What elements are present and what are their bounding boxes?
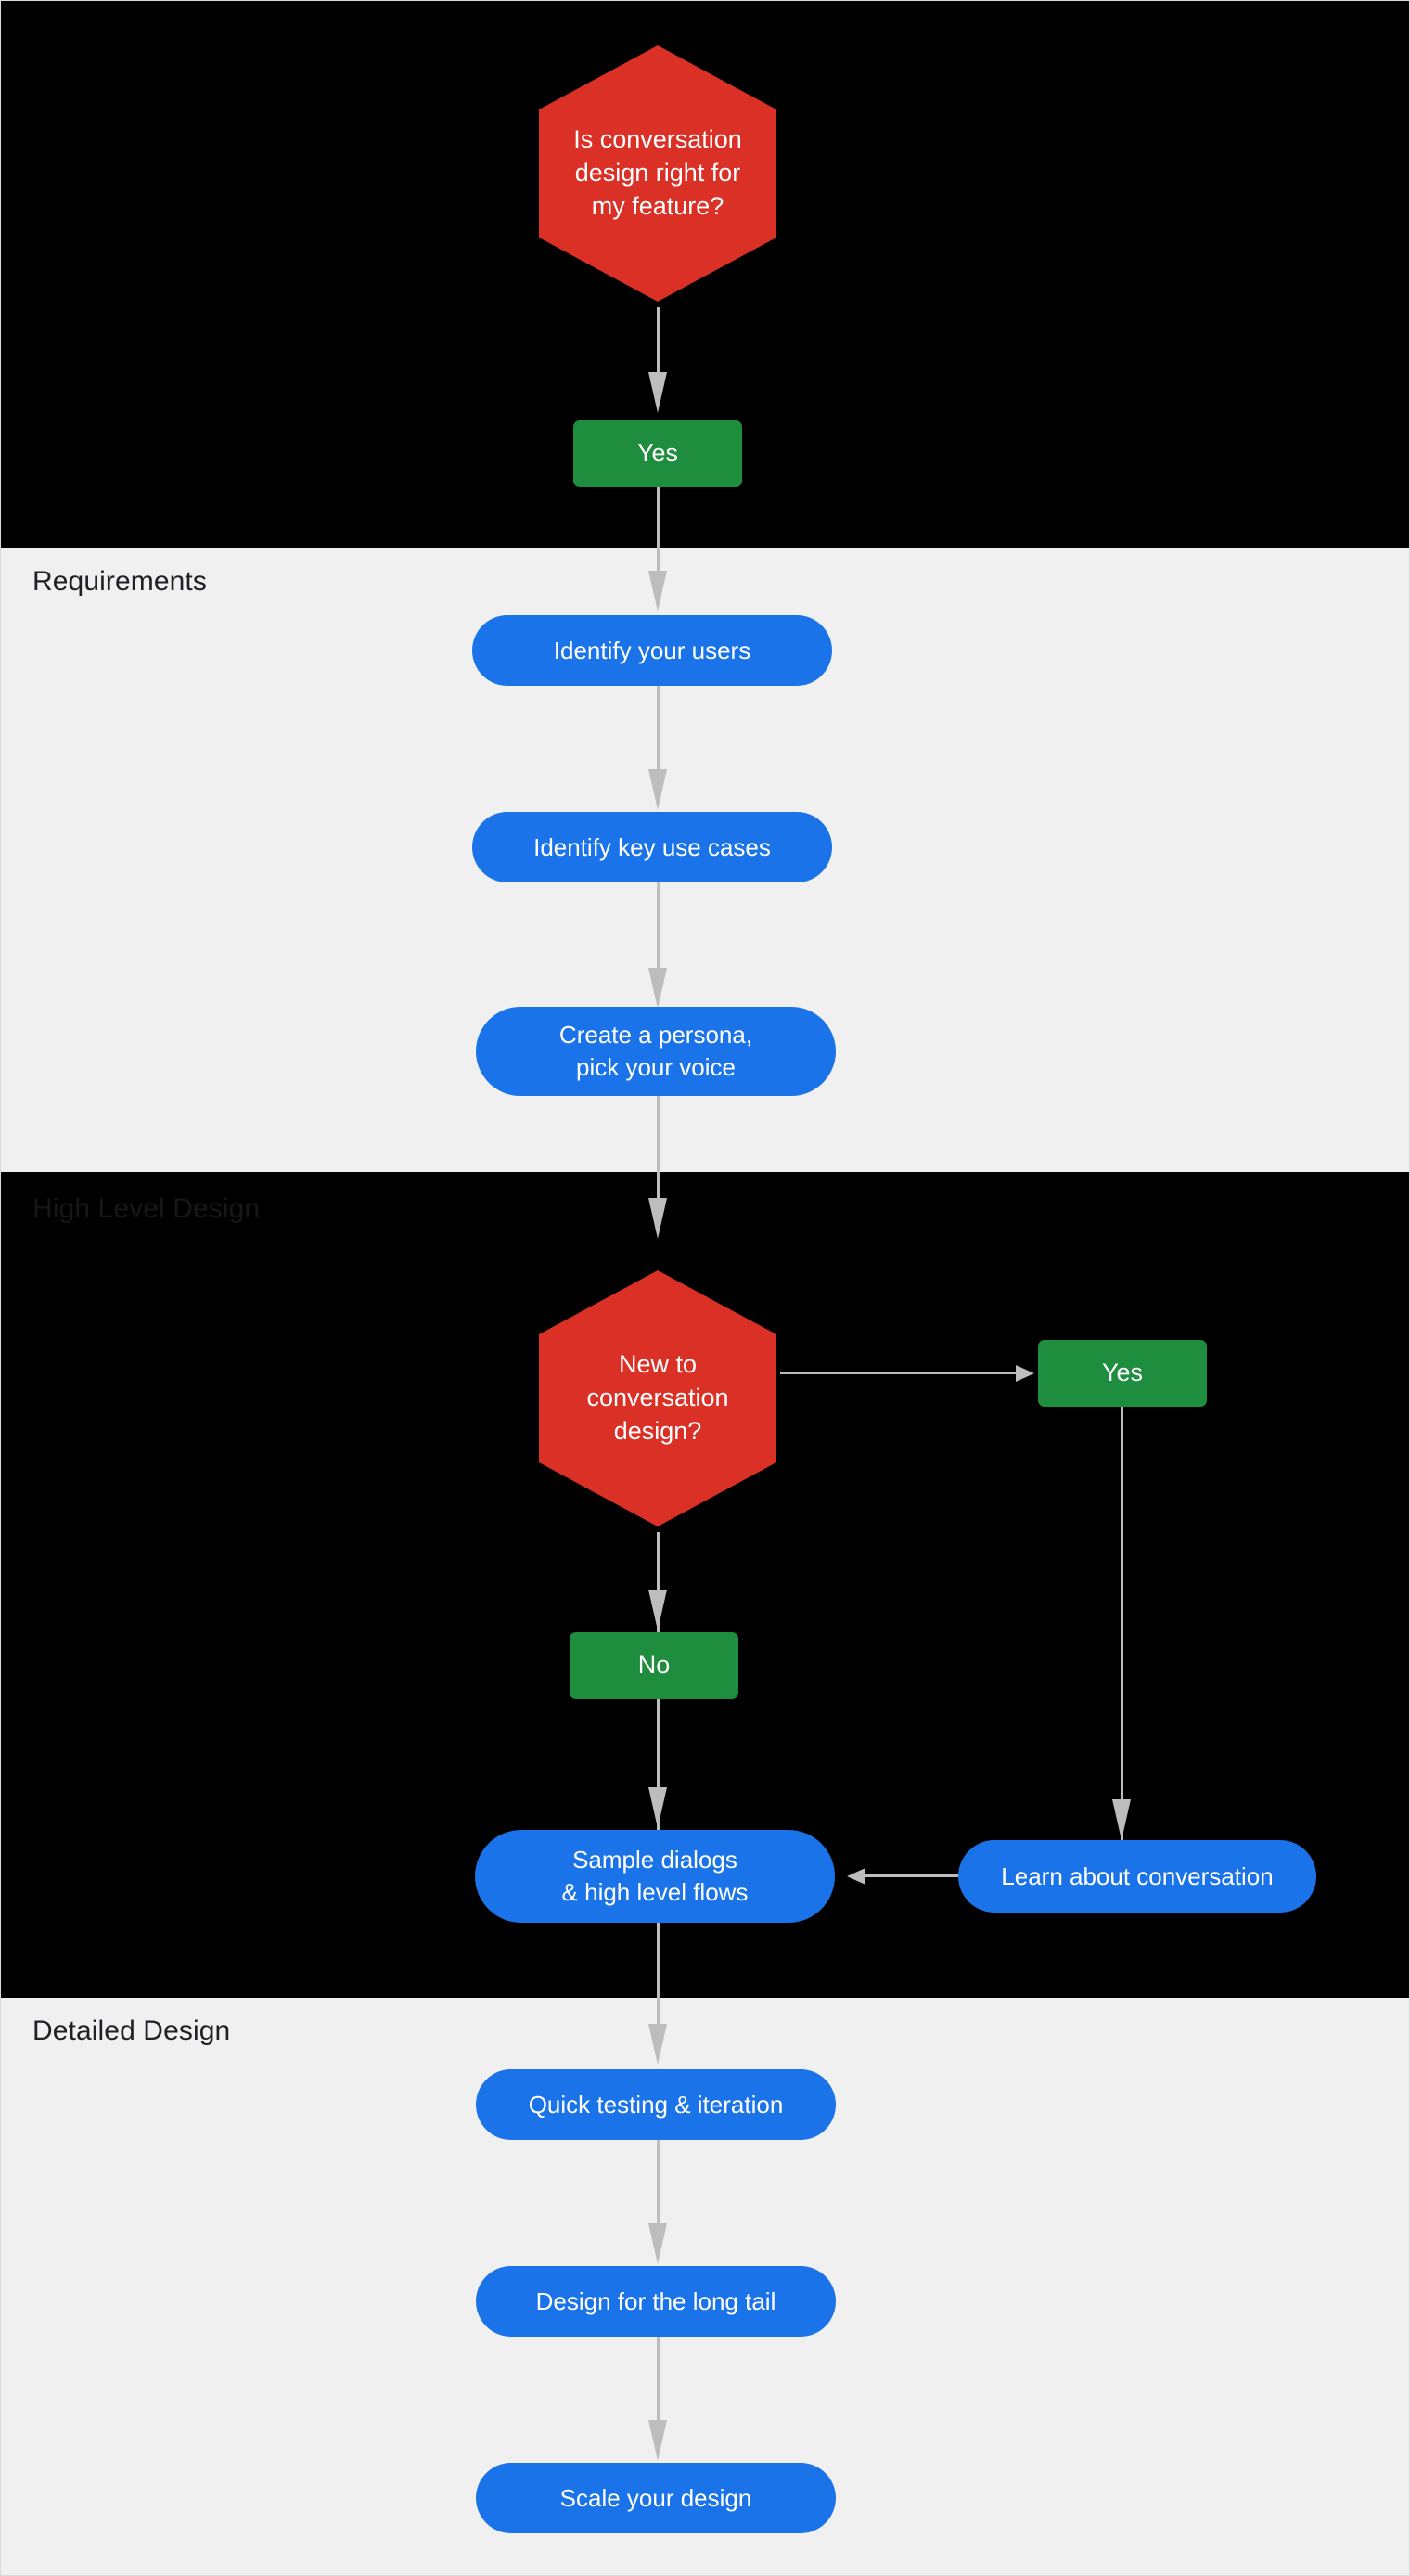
- decision-line-3: design?: [613, 1416, 702, 1445]
- connector-line-use-cases-to-persona: [657, 882, 660, 975]
- answer-yes-conversation-design-right[interactable]: Yes: [573, 420, 742, 487]
- step-label-line-2: & high level flows: [561, 1878, 749, 1906]
- connector-line-quick-testing-to-long-tail: [657, 2140, 660, 2236]
- connector-line-no-to-sample-dialogs: [657, 1699, 660, 1840]
- connector-line-learn-to-sample-dialogs: [864, 1874, 962, 1877]
- arrowhead-no-to-sample-dialogs: [648, 1787, 667, 1828]
- step-label: Quick testing & iteration: [528, 2090, 784, 2119]
- section-label-high-level-design: High Level Design: [32, 1193, 261, 1224]
- step-create-a-persona-pick-your-voice[interactable]: Create a persona, pick your voice: [476, 1007, 836, 1096]
- arrowhead-long-tail-to-scale: [648, 2420, 667, 2461]
- arrowhead-persona-to-q2: [648, 1198, 667, 1239]
- connector-line-yes2-to-learn: [1121, 1407, 1123, 1843]
- decision-line-1: New to: [618, 1350, 698, 1379]
- step-label: Design for the long tail: [535, 2286, 776, 2315]
- arrowhead-yes1-to-identify-users: [648, 571, 667, 612]
- arrowhead-sample-dialogs-to-quick-testing: [648, 2024, 667, 2065]
- connector-line-q2-to-no: [657, 1532, 660, 1634]
- step-learn-about-conversation[interactable]: Learn about conversation: [958, 1840, 1316, 1913]
- section-label-detailed-design: Detailed Design: [32, 2016, 231, 2046]
- step-label: Learn about conversation: [1001, 1861, 1274, 1890]
- step-design-for-the-long-tail[interactable]: Design for the long tail: [476, 2266, 836, 2337]
- decision-new-to-conversation-design[interactable]: New to conversation design?: [539, 1270, 776, 1526]
- arrowhead-q2-to-yes2: [1016, 1365, 1034, 1382]
- step-label: Identify your users: [553, 636, 751, 664]
- answer-label: Yes: [636, 439, 679, 468]
- arrowhead-use-cases-to-persona: [648, 968, 667, 1009]
- step-scale-your-design[interactable]: Scale your design: [476, 2463, 836, 2533]
- step-sample-dialogs-and-high-level-flows[interactable]: Sample dialogs & high level flows: [475, 1830, 835, 1923]
- answer-no-new-to-conversation-design[interactable]: No: [570, 1632, 738, 1699]
- connector-line-long-tail-to-scale: [657, 2337, 660, 2433]
- step-identify-key-use-cases[interactable]: Identify key use cases: [472, 812, 832, 882]
- step-label-line-1: Sample dialogs: [572, 1846, 737, 1874]
- arrowhead-q2-to-no: [648, 1590, 667, 1630]
- step-identify-your-users[interactable]: Identify your users: [472, 615, 832, 686]
- connector-line-q1-to-yes1: [657, 307, 660, 380]
- section-label-requirements: Requirements: [32, 566, 207, 597]
- decision-is-conversation-design-right[interactable]: Is conversation design right for my feat…: [539, 45, 776, 302]
- decision-line-3: my feature?: [591, 191, 724, 220]
- arrowhead-quick-testing-to-long-tail: [648, 2223, 667, 2264]
- arrowhead-identify-users-to-use-cases: [648, 769, 667, 810]
- connector-line-persona-to-q2: [657, 1096, 660, 1226]
- answer-label: No: [637, 1651, 671, 1680]
- step-label: Scale your design: [559, 2483, 752, 2512]
- step-label-line-1: Create a persona,: [558, 1021, 753, 1050]
- connector-line-sample-dialogs-to-quick-testing: [657, 1923, 660, 2034]
- decision-line-1: Is conversation: [573, 125, 742, 154]
- decision-line-2: conversation: [586, 1384, 729, 1412]
- arrowhead-q1-to-yes1: [648, 372, 667, 413]
- arrowhead-yes2-to-learn: [1112, 1799, 1131, 1840]
- step-label-line-2: pick your voice: [576, 1053, 736, 1081]
- connector-line-q2-to-yes2: [780, 1372, 1019, 1374]
- step-quick-testing-and-iteration[interactable]: Quick testing & iteration: [476, 2069, 836, 2140]
- decision-line-2: design right for: [574, 159, 741, 187]
- step-label: Identify key use cases: [533, 832, 771, 861]
- connector-line-yes1-to-identify-users: [657, 487, 660, 580]
- arrowhead-learn-to-sample-dialogs: [847, 1868, 865, 1885]
- answer-label: Yes: [1101, 1359, 1144, 1387]
- answer-yes-new-to-conversation-design[interactable]: Yes: [1038, 1340, 1207, 1407]
- connector-line-identify-users-to-use-cases: [657, 686, 660, 782]
